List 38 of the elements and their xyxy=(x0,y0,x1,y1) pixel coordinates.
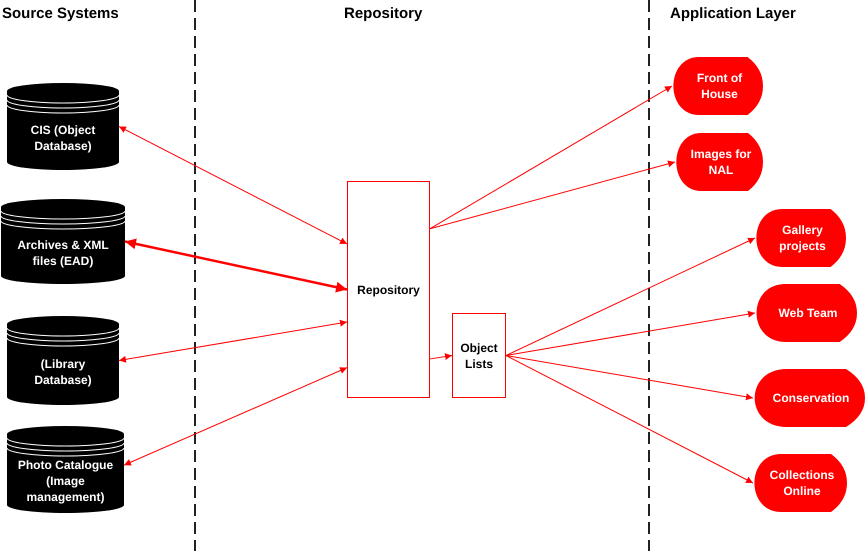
application-shape xyxy=(675,133,763,191)
database-cylinder xyxy=(7,83,119,170)
node-label: Object Lists xyxy=(459,340,499,372)
node-label: Photo Catalogue (Image management) xyxy=(16,456,114,504)
column-heading: Repository xyxy=(344,5,422,22)
process-box xyxy=(347,181,430,398)
node-label: Gallery projects xyxy=(778,222,827,254)
arrow xyxy=(430,353,452,360)
column-heading: Source Systems xyxy=(2,5,119,22)
node-label: Archives & XML files (EAD) xyxy=(16,236,110,268)
node-label: Collections Online xyxy=(768,467,836,499)
application-shape xyxy=(753,369,865,427)
application-shape xyxy=(672,57,763,115)
node-label: Images for NAL xyxy=(690,146,752,178)
application-shape xyxy=(753,454,847,512)
arrow xyxy=(506,355,754,400)
arrow xyxy=(430,160,676,230)
column-heading: Application Layer xyxy=(670,5,796,22)
arrow xyxy=(506,355,754,484)
process-box xyxy=(452,313,506,398)
database-cylinder xyxy=(7,426,124,513)
arrow xyxy=(430,86,672,230)
node-label: CIS (Object Database) xyxy=(30,122,96,154)
node-label: (Library Database) xyxy=(33,356,93,388)
arrow xyxy=(124,367,348,466)
arrow xyxy=(118,126,348,244)
node-label: Web Team xyxy=(778,305,838,321)
arrow xyxy=(506,310,756,356)
node-label: Conservation xyxy=(772,390,850,406)
database-cylinder xyxy=(7,316,119,405)
database-cylinder xyxy=(1,199,125,284)
application-shape xyxy=(755,284,857,342)
node-label: Repository xyxy=(357,282,420,298)
arrow xyxy=(118,320,348,363)
application-shape xyxy=(755,209,846,267)
arrow xyxy=(506,238,756,356)
node-label: Front of House xyxy=(696,70,744,102)
arrow xyxy=(124,238,348,293)
